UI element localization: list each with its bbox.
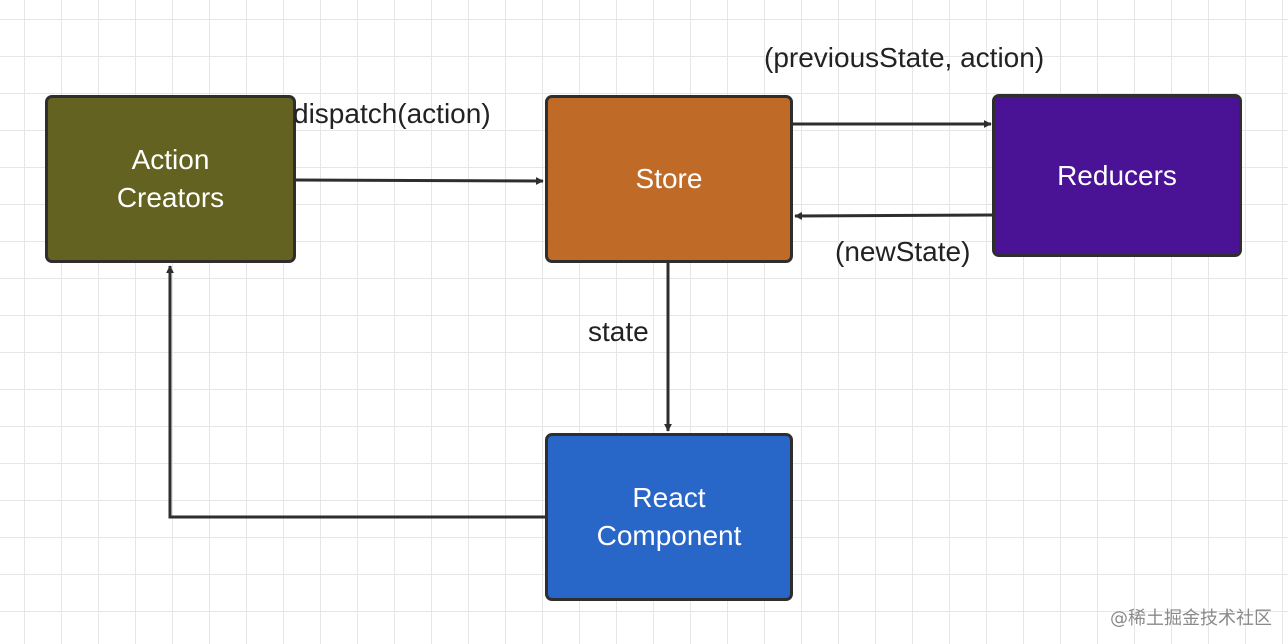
edge-label-state: state bbox=[588, 316, 649, 347]
watermark: @稀土掘金技术社区 bbox=[1110, 608, 1272, 629]
arrow-react-to-action-creators bbox=[166, 265, 545, 519]
edge-label-from-reducers: (newState) bbox=[835, 236, 971, 267]
node-react-component-line2: Component bbox=[596, 520, 742, 551]
node-action-creators-line1: Action bbox=[131, 144, 210, 175]
edge-label-dispatch: dispatch(action) bbox=[293, 98, 491, 129]
node-reducers: Reducers bbox=[992, 94, 1242, 257]
edge-label-to-reducers: (previousState, action) bbox=[764, 42, 1045, 73]
node-react-component: React Component bbox=[545, 433, 793, 601]
node-action-creators: Action Creators bbox=[45, 95, 296, 263]
node-store-label: Store bbox=[635, 163, 703, 194]
node-react-component-line1: React bbox=[632, 482, 706, 513]
arrow-from-reducers bbox=[794, 211, 993, 220]
node-action-creators-line2: Creators bbox=[116, 182, 225, 213]
node-reducers-label: Reducers bbox=[1057, 159, 1177, 191]
arrow-dispatch bbox=[295, 176, 544, 185]
node-store: Store bbox=[545, 95, 793, 263]
